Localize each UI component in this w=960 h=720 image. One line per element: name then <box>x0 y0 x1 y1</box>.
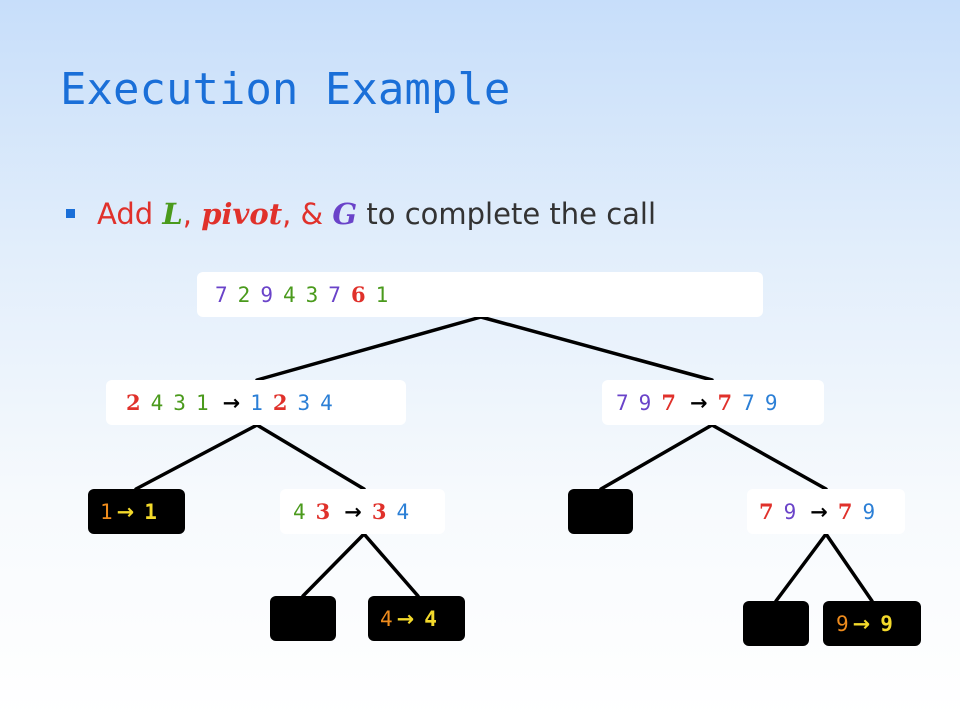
left-output-pivot: 2 <box>272 390 288 415</box>
rr-output-pivot: 7 <box>837 499 853 524</box>
rrl-node-empty <box>743 601 809 646</box>
bullet-G: G <box>332 197 358 231</box>
ll-input: 1 <box>100 499 113 524</box>
bullet-rest: to complete the call <box>357 197 657 231</box>
edge-left-lr <box>255 423 366 491</box>
rr-arrow: → <box>810 499 828 524</box>
bullet-item: Add L, pivot, & G to complete the call <box>66 197 656 231</box>
root-value: 2 <box>237 282 251 307</box>
left-value: 3 <box>173 390 186 415</box>
lrr-input: 4 <box>380 606 393 631</box>
right-node: 7 9 7 → 7 7 9 <box>602 380 824 425</box>
lrl-node-empty <box>270 596 336 641</box>
bullet-L: L <box>162 197 183 231</box>
page-title: Execution Example <box>60 64 511 115</box>
lr-value: 4 <box>293 499 306 524</box>
bullet-comma-2: , & <box>282 197 333 231</box>
rr-value: 9 <box>783 499 797 524</box>
lr-output-pivot: 3 <box>371 499 387 524</box>
lrr-arrow: → <box>396 606 415 631</box>
bullet-comma-1: , <box>182 197 202 231</box>
edge-right-rr <box>710 423 828 491</box>
left-output: 4 <box>320 390 333 415</box>
rrr-node: 9 → 9 <box>823 601 921 646</box>
right-value: 7 <box>616 390 629 415</box>
root-pivot: 6 <box>350 282 366 307</box>
root-value: 7 <box>328 282 341 307</box>
ll-arrow: → <box>116 499 135 524</box>
edge-rr-rrl <box>774 532 828 603</box>
bullet-pivot: pivot <box>201 197 283 231</box>
root-value: 4 <box>282 282 296 307</box>
rr-node: 7 9 → 7 9 <box>747 489 905 534</box>
left-pivot: 2 <box>126 390 141 415</box>
root-value: 7 <box>215 282 228 307</box>
lr-pivot: 3 <box>315 499 331 524</box>
edge-rr-rrr <box>824 532 874 603</box>
rrr-output: 9 <box>880 611 893 636</box>
right-pivot: 7 <box>661 390 676 415</box>
root-value: 3 <box>305 282 319 307</box>
bullet-marker <box>66 208 75 218</box>
rl-node-empty <box>568 489 633 534</box>
rr-pivot: 7 <box>759 499 774 524</box>
left-node: 2 4 3 1 → 1 2 3 4 <box>106 380 406 425</box>
edge-root-left <box>255 315 483 382</box>
edge-lr-lrr <box>362 532 420 598</box>
edge-right-rl <box>599 423 714 491</box>
left-value: 1 <box>195 390 209 415</box>
ll-output: 1 <box>144 499 157 524</box>
left-output: 1 <box>250 390 263 415</box>
lrr-node: 4 → 4 <box>368 596 465 641</box>
left-value: 4 <box>150 390 164 415</box>
bullet-add: Add <box>97 197 154 231</box>
lr-arrow: → <box>344 499 362 524</box>
right-output-pivot: 7 <box>717 390 733 415</box>
left-arrow: → <box>222 390 241 415</box>
right-arrow: → <box>689 390 708 415</box>
root-value: 1 <box>375 282 389 307</box>
rrr-arrow: → <box>852 611 871 636</box>
ll-node: 1 → 1 <box>88 489 185 534</box>
right-value: 9 <box>638 390 652 415</box>
edge-lr-lrl <box>301 532 366 598</box>
root-value: 9 <box>260 282 273 307</box>
lrr-output: 4 <box>424 606 437 631</box>
lr-output: 4 <box>396 499 410 524</box>
lr-node: 4 3 → 3 4 <box>280 489 445 534</box>
root-node: 7 2 9 4 3 7 6 1 <box>197 272 763 317</box>
rrr-input: 9 <box>836 611 849 636</box>
edge-left-ll <box>134 423 259 491</box>
right-output: 9 <box>764 390 778 415</box>
edge-root-right <box>479 315 714 382</box>
right-output: 7 <box>742 390 755 415</box>
left-output: 3 <box>297 390 311 415</box>
rr-output: 9 <box>862 499 876 524</box>
